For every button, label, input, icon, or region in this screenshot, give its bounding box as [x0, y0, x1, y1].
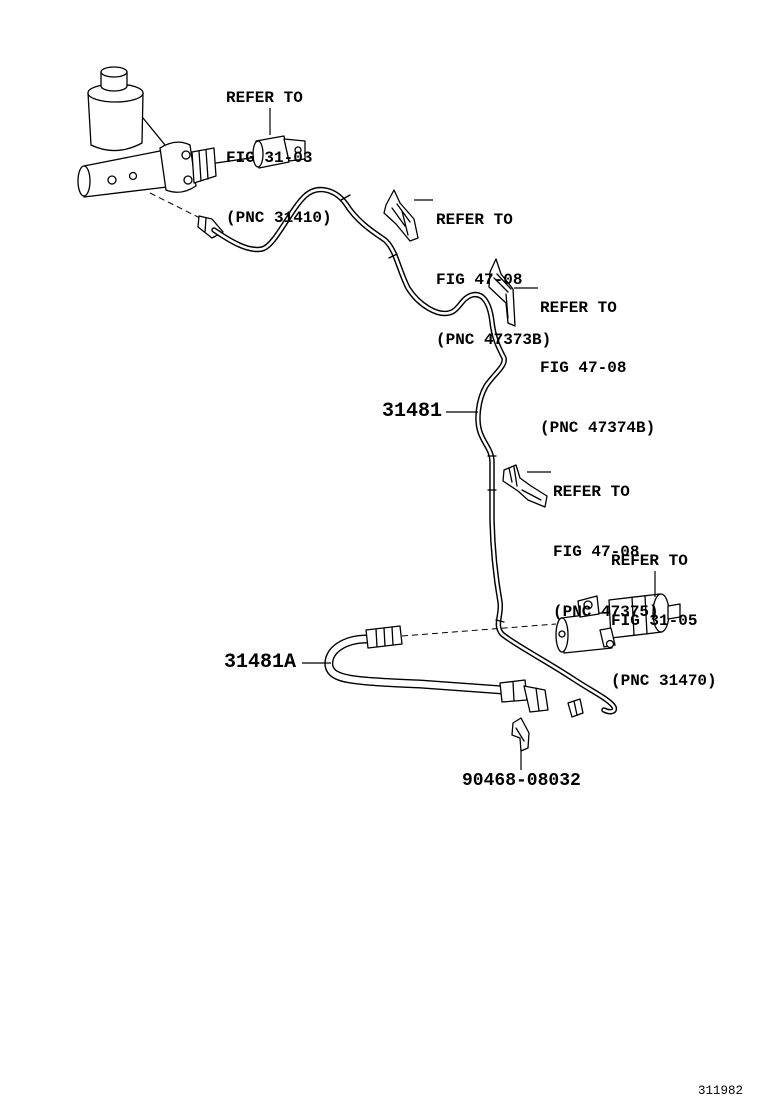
callout-line: REFER TO	[436, 211, 513, 229]
callout-line: REFER TO	[540, 299, 617, 317]
callout-line: REFER TO	[611, 552, 688, 570]
clip-fold	[515, 727, 525, 742]
pushrod-clevis-end	[252, 140, 264, 168]
callout-line: FIG 31-03	[226, 149, 313, 167]
clamp-47373b	[383, 189, 419, 242]
callout-clamp-47375: REFER TO FIG 47-08 (PNC 47375)	[553, 442, 659, 642]
flange-bolt	[183, 175, 193, 185]
reservoir-cap-top	[100, 66, 128, 78]
master-cylinder-neck	[142, 117, 166, 146]
hose-fitting-right-nut	[523, 685, 549, 713]
tube-sleeve-mark	[340, 194, 505, 623]
pushrod-boot-rib	[198, 149, 209, 182]
master-cylinder-reservoir	[87, 92, 144, 152]
illustration-id: 311982	[698, 1084, 744, 1098]
callout-line: FIG 47-08	[436, 271, 523, 289]
release-cylinder-port	[558, 630, 566, 638]
callout-clamp-47373b: REFER TO FIG 47-08 (PNC 47373B)	[436, 170, 551, 370]
callout-line: (PNC 47374B)	[540, 419, 656, 437]
hose-fitting-right-hex	[512, 681, 540, 712]
release-cylinder	[555, 593, 681, 654]
master-cylinder-flange	[159, 141, 197, 193]
hose-fitting-left-thread	[375, 626, 394, 648]
clamp-47373b-rib	[391, 203, 411, 236]
bleeder-cap	[605, 639, 615, 649]
part-number-tube: 31481	[382, 400, 443, 423]
callout-line: REFER TO	[226, 89, 303, 107]
callout-master-cylinder: REFER TO FIG 31-03 (PNC 31410)	[226, 48, 332, 248]
hose-31481a-core	[325, 635, 504, 694]
master-cylinder-end	[77, 165, 91, 197]
callout-line: (PNC 31410)	[226, 209, 332, 227]
pushrod-boot	[191, 147, 217, 184]
flange-bolt	[181, 150, 191, 160]
release-cylinder-bolt	[583, 600, 593, 610]
clamp-47373b-body	[383, 189, 419, 242]
callout-line: REFER TO	[553, 483, 630, 501]
part-number-hose: 31481A	[224, 651, 297, 674]
callout-line: FIG 31-05	[611, 612, 698, 630]
pushrod	[215, 156, 258, 164]
master-cylinder-body	[83, 149, 168, 198]
clamp-47374b-body	[488, 258, 516, 327]
part-number-clip: 90468-08032	[462, 771, 581, 791]
master-cylinder-port	[107, 175, 117, 185]
clevis-pin	[294, 146, 302, 154]
callout-clamp-47374b: REFER TO FIG 47-08 (PNC 47374B)	[540, 258, 655, 458]
callout-line: (PNC 47373B)	[436, 331, 552, 349]
connection-line-release	[401, 623, 557, 637]
callout-line: (PNC 31470)	[611, 672, 717, 690]
callout-line: FIG 47-08	[540, 359, 627, 377]
callout-line: (PNC 47375)	[553, 603, 659, 621]
union-fitting-line	[573, 700, 578, 716]
callout-line: FIG 47-08	[553, 543, 640, 561]
master-cylinder	[77, 66, 306, 198]
clamp-47375	[502, 464, 548, 508]
release-cylinder-rib	[631, 595, 648, 636]
clamp-47374b-rib	[493, 273, 512, 319]
connection-line-master	[149, 192, 205, 221]
tube-31481-core	[212, 188, 616, 713]
clamp-47375-body	[502, 464, 548, 508]
release-cylinder-rod	[667, 603, 681, 620]
clamp-47375-rib	[508, 466, 542, 501]
tube-fitting-hex-line	[204, 217, 207, 233]
clamp-47374b	[488, 258, 516, 327]
callout-release-cylinder: REFER TO FIG 31-05 (PNC 31470)	[611, 511, 717, 711]
master-cylinder-port	[128, 171, 138, 181]
clip-90468-08032	[511, 717, 530, 752]
